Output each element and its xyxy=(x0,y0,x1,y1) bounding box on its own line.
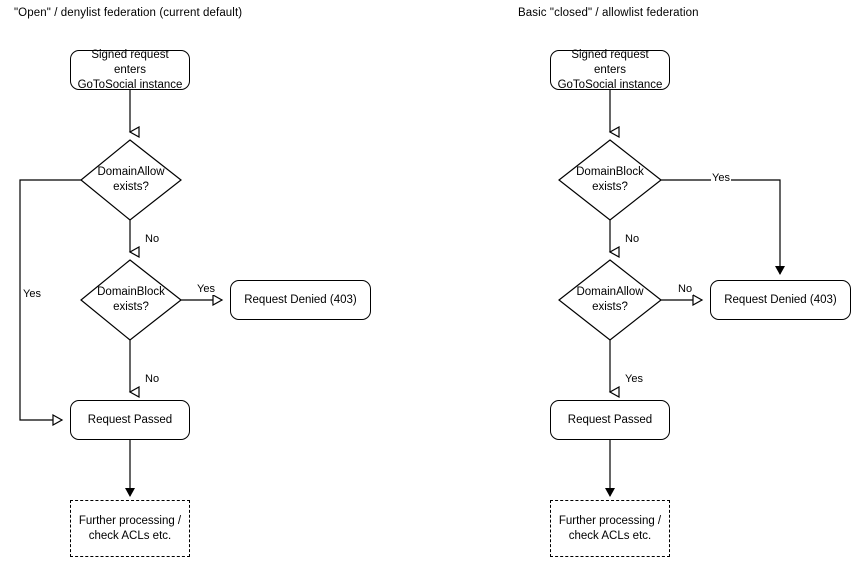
node-decision-domainallow-left-text: DomainAllow exists? xyxy=(81,140,181,220)
node-request-denied-right-text: Request Denied (403) xyxy=(724,293,837,306)
edge-label-right-allow-no: No xyxy=(677,283,694,295)
decision-allow-right-line2: exists? xyxy=(592,301,628,313)
node-start-right-line1: Signed request enters xyxy=(571,48,649,76)
node-decision-domainblock-right-text: DomainBlock exists? xyxy=(559,140,661,220)
node-further-processing-right-text: Further processing / check ACLs etc. xyxy=(555,514,665,544)
further-right-line1: Further processing / xyxy=(558,514,662,527)
decision-block-right-line1: DomainBlock xyxy=(576,166,644,178)
node-request-passed-right-text: Request Passed xyxy=(567,413,653,426)
node-request-passed-right: Request Passed xyxy=(550,400,670,440)
edge-label-right-block-no: No xyxy=(624,233,641,245)
node-further-processing-left: Further processing / check ACLs etc. xyxy=(70,500,190,557)
decision-block-left-line2: exists? xyxy=(113,301,149,313)
edge-label-right-block-yes: Yes xyxy=(711,172,731,184)
decision-block-right-line2: exists? xyxy=(592,181,628,193)
node-start-left-line1: Signed request enters xyxy=(91,48,169,76)
node-decision-domainblock-left: DomainBlock exists? xyxy=(81,260,181,340)
edge-label-left-allow-no: No xyxy=(144,233,161,245)
decision-allow-left-line2: exists? xyxy=(113,181,149,193)
panel-title-left: "Open" / denylist federation (current de… xyxy=(14,7,243,19)
further-left-line1: Further processing / xyxy=(78,514,182,527)
edge-label-left-allow-yes: Yes xyxy=(22,288,42,300)
edge-label-left-block-no: No xyxy=(144,373,161,385)
node-request-passed-left: Request Passed xyxy=(70,400,190,440)
node-request-denied-left-text: Request Denied (403) xyxy=(244,293,357,306)
node-request-denied-right: Request Denied (403) xyxy=(710,280,851,320)
further-left-line2: check ACLs etc. xyxy=(88,529,172,542)
node-start-left-text: Signed request enters GoToSocial instanc… xyxy=(71,48,189,93)
node-further-processing-left-text: Further processing / check ACLs etc. xyxy=(75,514,185,544)
edge-label-left-block-yes: Yes xyxy=(196,283,216,295)
decision-allow-right-line1: DomainAllow xyxy=(576,286,644,298)
node-start-right: Signed request enters GoToSocial instanc… xyxy=(550,48,670,93)
node-start-left: Signed request enters GoToSocial instanc… xyxy=(70,48,190,93)
node-start-right-line2: GoToSocial instance xyxy=(557,78,663,91)
decision-block-left-line1: DomainBlock xyxy=(97,286,165,298)
node-decision-domainallow-right-text: DomainAllow exists? xyxy=(559,260,661,340)
node-decision-domainallow-left: DomainAllow exists? xyxy=(81,140,181,220)
further-right-line2: check ACLs etc. xyxy=(568,529,652,542)
edge-allow-yes-bypass xyxy=(19,179,81,420)
node-decision-domainblock-left-text: DomainBlock exists? xyxy=(81,260,181,340)
edge-r-block-yes-to-denied xyxy=(661,179,785,275)
node-start-left-line2: GoToSocial instance xyxy=(77,78,183,91)
node-decision-domainblock-right: DomainBlock exists? xyxy=(559,140,661,220)
node-request-passed-left-text: Request Passed xyxy=(87,413,173,426)
edge-label-right-allow-yes: Yes xyxy=(624,373,644,385)
decision-allow-left-line1: DomainAllow xyxy=(97,166,165,178)
node-further-processing-right: Further processing / check ACLs etc. xyxy=(550,500,670,557)
node-decision-domainallow-right: DomainAllow exists? xyxy=(559,260,661,340)
panel-title-right: Basic "closed" / allowlist federation xyxy=(518,7,699,19)
node-start-right-text: Signed request enters GoToSocial instanc… xyxy=(551,48,669,93)
node-request-denied-left: Request Denied (403) xyxy=(230,280,371,320)
